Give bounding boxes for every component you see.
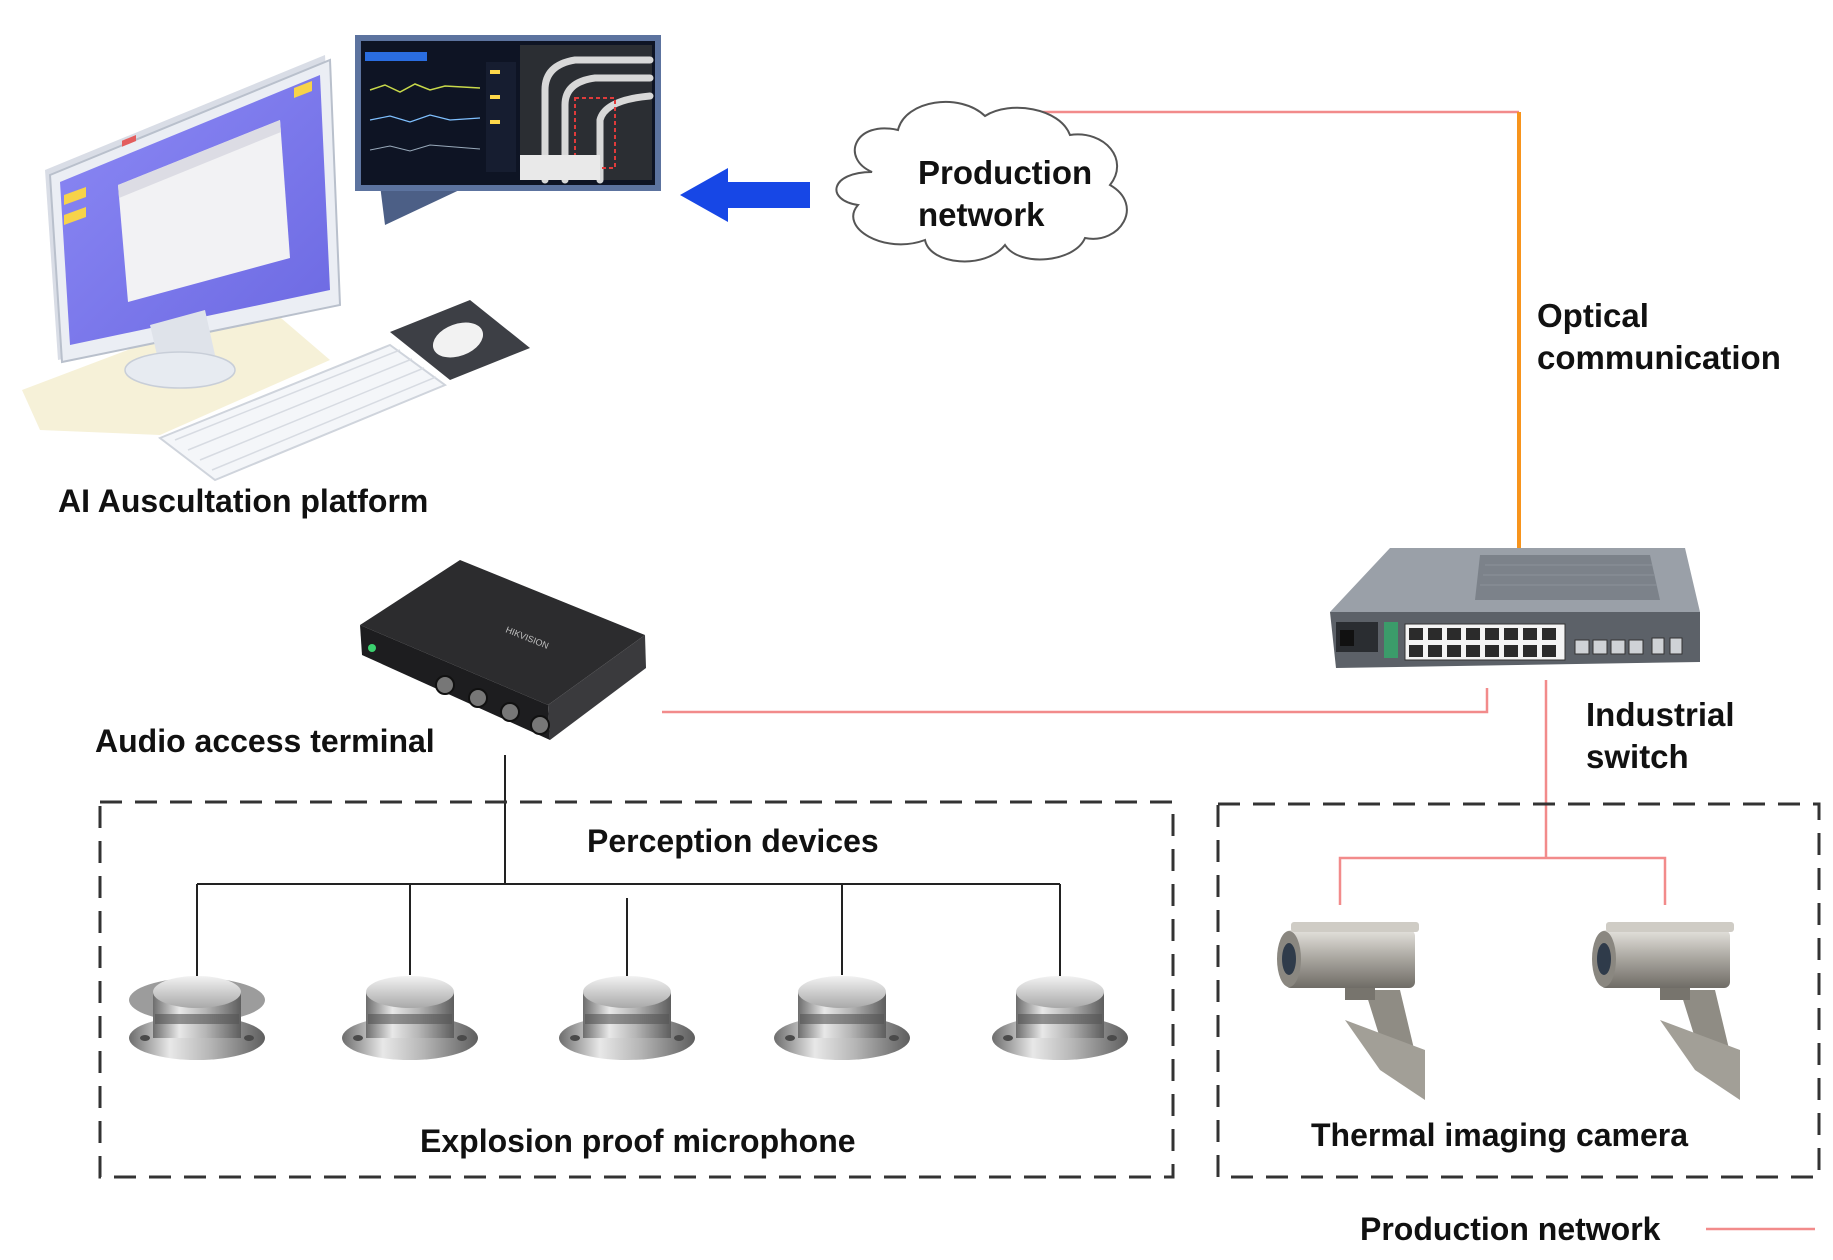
- microphone-label: Explosion proof microphone: [420, 1123, 856, 1159]
- dashboard-screen-icon: [355, 35, 661, 225]
- perception-label: Perception devices: [587, 823, 879, 859]
- audio-terminal-label: Audio access terminal: [95, 723, 435, 759]
- desktop-computer-icon: [22, 55, 530, 482]
- legend-label: Production network: [1360, 1211, 1661, 1247]
- thermal-camera-icon: [1592, 922, 1740, 1100]
- microphone-icon: [559, 976, 695, 1060]
- audio-terminal-icon: HIKVISION: [360, 560, 646, 740]
- microphone-icon: [774, 976, 910, 1060]
- cloud-label-line2: network: [918, 196, 1045, 233]
- arrow-left-icon: [680, 168, 810, 222]
- industrial-switch-icon: [1330, 548, 1700, 668]
- thermal-camera-icon: [1277, 922, 1425, 1100]
- switch-label-line2: switch: [1586, 738, 1689, 775]
- microphone-icon: [129, 976, 265, 1060]
- cloud-label-line1: Production: [918, 154, 1092, 191]
- perception-devices-box: [98, 800, 1175, 1179]
- optical-label-line2: communication: [1537, 339, 1781, 376]
- microphone-icon: [342, 976, 478, 1060]
- camera-box: [1216, 802, 1821, 1179]
- network-lines: [662, 110, 1815, 1231]
- platform-label: AI Auscultation platform: [58, 483, 428, 519]
- switch-label-line1: Industrial: [1586, 696, 1735, 733]
- optical-label-line1: Optical: [1537, 297, 1649, 334]
- camera-label: Thermal imaging camera: [1311, 1117, 1688, 1153]
- microphone-group: [129, 976, 1128, 1060]
- cloud-icon: [835, 100, 1128, 263]
- microphone-icon: [992, 976, 1128, 1060]
- microphone-wiring: [196, 755, 1061, 980]
